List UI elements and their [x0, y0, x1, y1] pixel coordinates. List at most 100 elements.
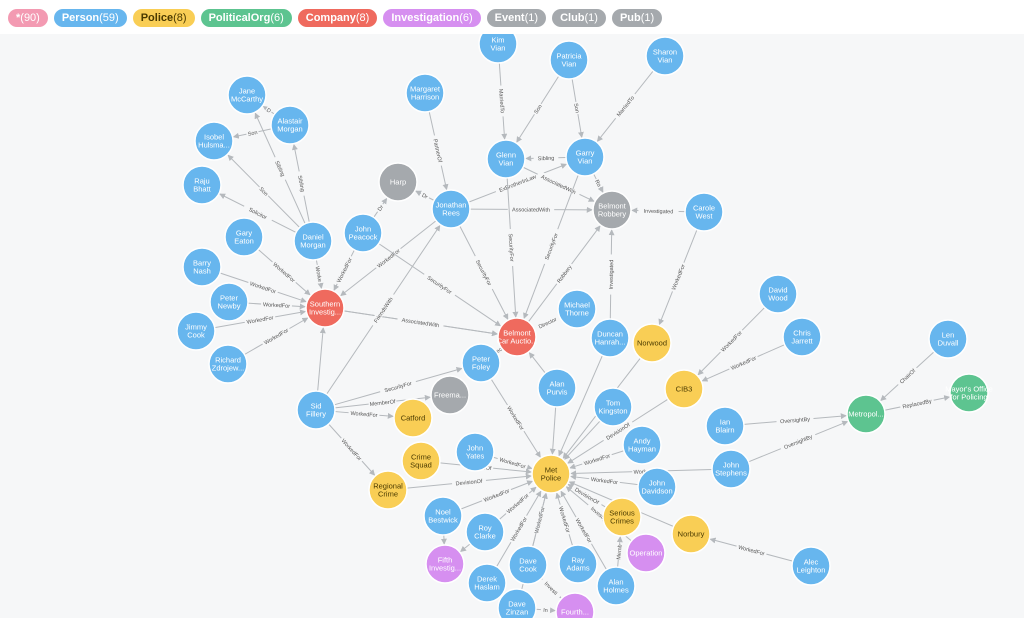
node-circle[interactable]: [497, 317, 537, 357]
node-circle[interactable]: [711, 449, 751, 489]
node-circle[interactable]: [565, 137, 605, 177]
node-circle[interactable]: [537, 368, 577, 408]
node-circle[interactable]: [928, 319, 968, 359]
edge[interactable]: WorkedFor: [709, 537, 793, 562]
node-circle[interactable]: [632, 323, 672, 363]
node-circle[interactable]: [393, 398, 433, 438]
label-pill-company[interactable]: Company(8): [297, 9, 378, 27]
edge[interactable]: WorkedFor: [247, 300, 306, 310]
node-circle[interactable]: [478, 34, 518, 64]
edge[interactable]: Memb: [614, 536, 624, 568]
label-pill-politicalorg[interactable]: PoliticalOrg(6): [200, 9, 292, 27]
node-circle[interactable]: [557, 289, 597, 329]
edge[interactable]: Worke: [314, 259, 325, 290]
edge[interactable]: Dr: [415, 190, 435, 201]
node-circle[interactable]: [343, 213, 383, 253]
edge[interactable]: Director: [533, 313, 562, 332]
node-circle[interactable]: [296, 390, 336, 430]
node-circle[interactable]: [664, 369, 704, 409]
node-circle[interactable]: [176, 311, 216, 351]
node-circle[interactable]: [531, 454, 571, 494]
node-circle[interactable]: [602, 497, 642, 537]
node-circle[interactable]: [430, 375, 470, 415]
edge[interactable]: DevisionOf: [406, 473, 532, 489]
edge[interactable]: [528, 352, 546, 374]
label-pill-police[interactable]: Police(8): [132, 9, 195, 27]
node-circle[interactable]: [592, 190, 632, 230]
edge[interactable]: [558, 355, 603, 457]
edge[interactable]: Investi: [540, 576, 563, 600]
edge[interactable]: WorkedFor: [328, 423, 376, 476]
node-circle[interactable]: [368, 470, 408, 510]
node-circle[interactable]: [508, 545, 548, 585]
node-circle[interactable]: [486, 139, 526, 179]
edge[interactable]: ReplacedBy: [884, 395, 951, 411]
label-pill-club[interactable]: Club(1): [552, 9, 606, 27]
node-circle[interactable]: [455, 432, 495, 472]
node-circle[interactable]: [549, 40, 589, 80]
node-circle[interactable]: [622, 425, 662, 465]
node-norwood[interactable]: Norwood: [632, 323, 672, 363]
edge[interactable]: WorkedFor: [214, 309, 307, 329]
node-metropol[interactable]: Metropol...: [846, 394, 886, 434]
node-circle[interactable]: [782, 317, 822, 357]
edge[interactable]: [564, 420, 601, 460]
edge[interactable]: SecurityFor: [459, 225, 509, 320]
edge[interactable]: Sibling: [525, 153, 567, 163]
node-circle[interactable]: [182, 165, 222, 205]
node-circle[interactable]: [593, 387, 633, 427]
node-circle[interactable]: [596, 566, 636, 606]
node-circle[interactable]: [423, 496, 463, 536]
label-pill-event[interactable]: Event(1): [486, 9, 547, 27]
node-circle[interactable]: [758, 274, 798, 314]
edge[interactable]: AssociatedWith: [469, 205, 593, 214]
node-circle[interactable]: [182, 247, 222, 287]
node-circle[interactable]: [405, 73, 445, 113]
node-circle[interactable]: [467, 563, 507, 603]
edge[interactable]: Sibling: [291, 143, 310, 223]
node-circle[interactable]: [590, 318, 630, 358]
node-circle[interactable]: [791, 546, 831, 586]
node-circle[interactable]: [378, 162, 418, 202]
node-circle[interactable]: [645, 36, 685, 76]
node-circle[interactable]: [209, 282, 249, 322]
edge[interactable]: WorkedFor: [490, 378, 541, 458]
edge[interactable]: [317, 327, 326, 392]
node-circle[interactable]: [684, 192, 724, 232]
edge[interactable]: SecurityFor: [378, 243, 502, 327]
edge[interactable]: Son: [516, 75, 560, 143]
node-circle[interactable]: [431, 189, 471, 229]
edge[interactable]: MarriedTo: [596, 70, 654, 142]
label-pill-investigation[interactable]: Investigation(6): [383, 9, 481, 27]
node-circle[interactable]: [208, 344, 248, 384]
node-circle[interactable]: [497, 588, 537, 618]
label-pill-all[interactable]: *(90): [8, 9, 48, 27]
edge[interactable]: Worke: [570, 467, 713, 477]
edge[interactable]: AssociatedWith: [343, 310, 498, 337]
node-circle[interactable]: [558, 544, 598, 584]
